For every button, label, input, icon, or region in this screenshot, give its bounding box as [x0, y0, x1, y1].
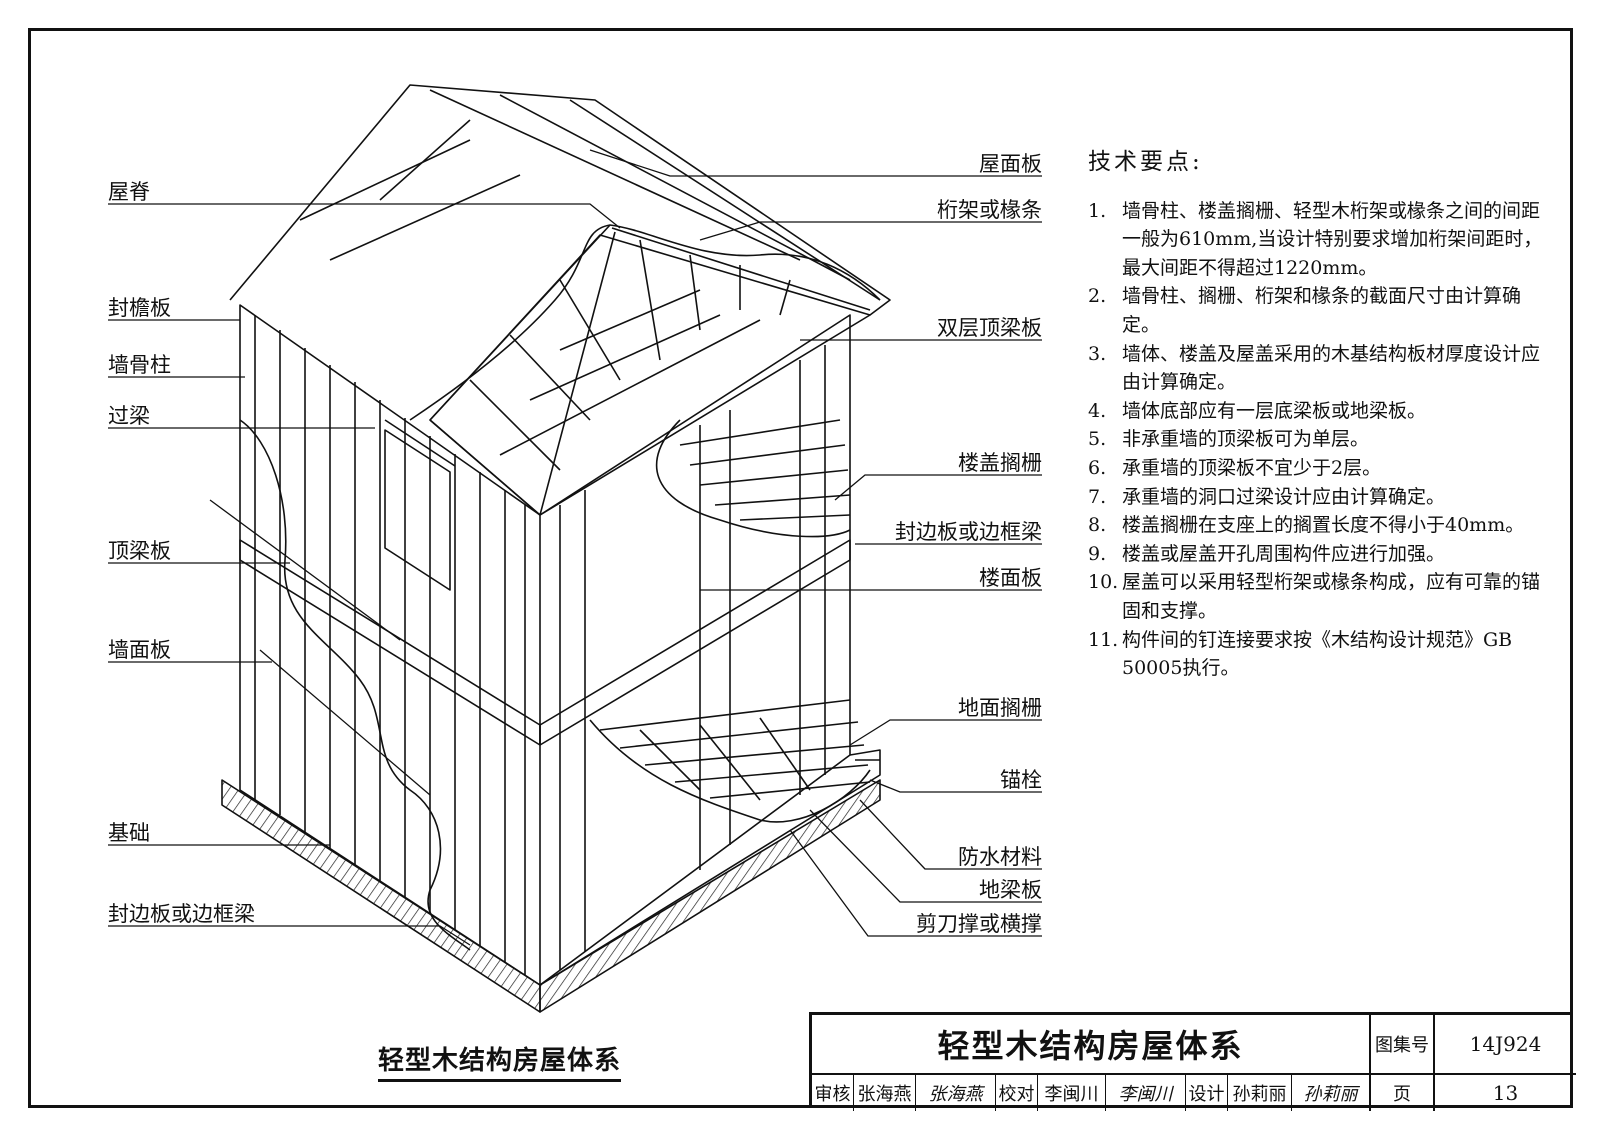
label-truss: 桁架或椽条 — [937, 198, 1042, 222]
notes-list: 1.墙骨柱、楼盖搁栅、轻型木桁架或椽条之间的间距一般为610mm,当设计特别要求… — [1088, 197, 1558, 683]
label-double-top-plate: 双层顶梁板 — [937, 316, 1042, 340]
roof-sheathing-planes — [229, 84, 891, 516]
page-number: 13 — [1492, 1081, 1519, 1105]
roof-trusses — [429, 224, 871, 516]
label-stud: 墙骨柱 — [108, 353, 171, 377]
label-floor-joist: 楼盖搁栅 — [958, 451, 1042, 475]
note-item: 9.楼盖或屋盖开孔周围构件应进行加强。 — [1088, 542, 1446, 565]
label-ridge: 屋脊 — [108, 180, 150, 204]
atlas-number: 14J924 — [1435, 1015, 1576, 1075]
label-sill-plate: 地梁板 — [979, 878, 1042, 902]
note-item: 11.构件间的钉连接要求按《木结构设计规范》GB 50005执行。 — [1088, 628, 1513, 680]
designer-name: 孙莉丽 — [1228, 1075, 1292, 1111]
label-rim-joist-right: 封边板或边框梁 — [895, 520, 1042, 544]
notes-heading: 技术要点: — [1088, 149, 1203, 175]
checker-signature: 李闽川 — [1106, 1075, 1186, 1111]
leader-lines-right — [589, 149, 1042, 937]
checker-name: 李闽川 — [1038, 1075, 1106, 1111]
label-waterproof: 防水材料 — [958, 845, 1042, 869]
label-header: 过梁 — [108, 404, 150, 428]
drawing-frame — [28, 28, 1573, 1108]
note-item: 2.墙骨柱、搁栅、桁架和椽条的截面尺寸由计算确定。 — [1088, 285, 1522, 336]
atlas-number-label: 图集号 — [1371, 1015, 1435, 1075]
label-anchor-bolt: 锚栓 — [1000, 768, 1042, 792]
designer-signature: 孙莉丽 — [1292, 1075, 1371, 1111]
label-bridging: 剪刀撑或横撑 — [916, 912, 1042, 936]
drawing-caption: 轻型木结构房屋体系 — [378, 1040, 622, 1082]
label-fascia: 封檐板 — [108, 296, 171, 320]
title-block: 轻型木结构房屋体系 图集号 14J924 审核 张海燕 张海燕 校对 李闽川 李… — [809, 1012, 1576, 1111]
reviewer-name: 张海燕 — [854, 1075, 916, 1111]
wall-sheathing-cutaway — [239, 419, 471, 951]
title-block-title: 轻型木结构房屋体系 — [812, 1015, 1371, 1075]
reviewer-signature: 张海燕 — [916, 1075, 996, 1111]
note-item: 3.墙体、楼盖及屋盖采用的木基结构板材厚度设计应由计算确定。 — [1088, 342, 1541, 394]
label-sheathing: 墙面板 — [108, 638, 171, 662]
note-item: 10.屋盖可以采用轻型桁架或椽条构成，应有可靠的锚固和支撑。 — [1088, 571, 1541, 622]
note-item: 1.墙骨柱、楼盖搁栅、轻型木桁架或椽条之间的间距一般为610mm,当设计特别要求… — [1088, 199, 1543, 279]
label-roof-sheathing: 屋面板 — [979, 152, 1042, 176]
note-item: 8.楼盖搁栅在支座上的搁置长度不得小于40mm。 — [1088, 514, 1525, 537]
label-subfloor: 楼面板 — [979, 566, 1042, 590]
page-label: 页 — [1371, 1075, 1435, 1111]
left-wall-framing — [239, 304, 541, 986]
review-label: 审核 — [812, 1075, 854, 1111]
design-label: 设计 — [1186, 1075, 1228, 1111]
note-item: 7.承重墙的洞口过梁设计应由计算确定。 — [1088, 485, 1446, 508]
foundation-hatch — [221, 779, 881, 1013]
technical-notes: 技术要点: 1.墙骨柱、楼盖搁栅、轻型木桁架或椽条之间的间距一般为610mm,当… — [1088, 148, 1558, 683]
check-label: 校对 — [996, 1075, 1038, 1111]
label-rim-joist-left: 封边板或边框梁 — [108, 902, 255, 926]
leader-lines-left — [108, 203, 621, 946]
label-ground-joist: 地面搁栅 — [958, 696, 1042, 720]
label-foundation: 基础 — [108, 821, 150, 845]
upper-floor-joists — [655, 419, 851, 538]
sill-and-foundation-front — [539, 749, 881, 986]
label-top-plate: 顶梁板 — [108, 539, 171, 563]
note-item: 4.墙体底部应有一层底梁板或地梁板。 — [1088, 399, 1427, 422]
note-item: 5.非承重墙的顶梁板可为单层。 — [1088, 428, 1370, 451]
note-item: 6.承重墙的顶梁板不宜少于2层。 — [1088, 456, 1382, 479]
